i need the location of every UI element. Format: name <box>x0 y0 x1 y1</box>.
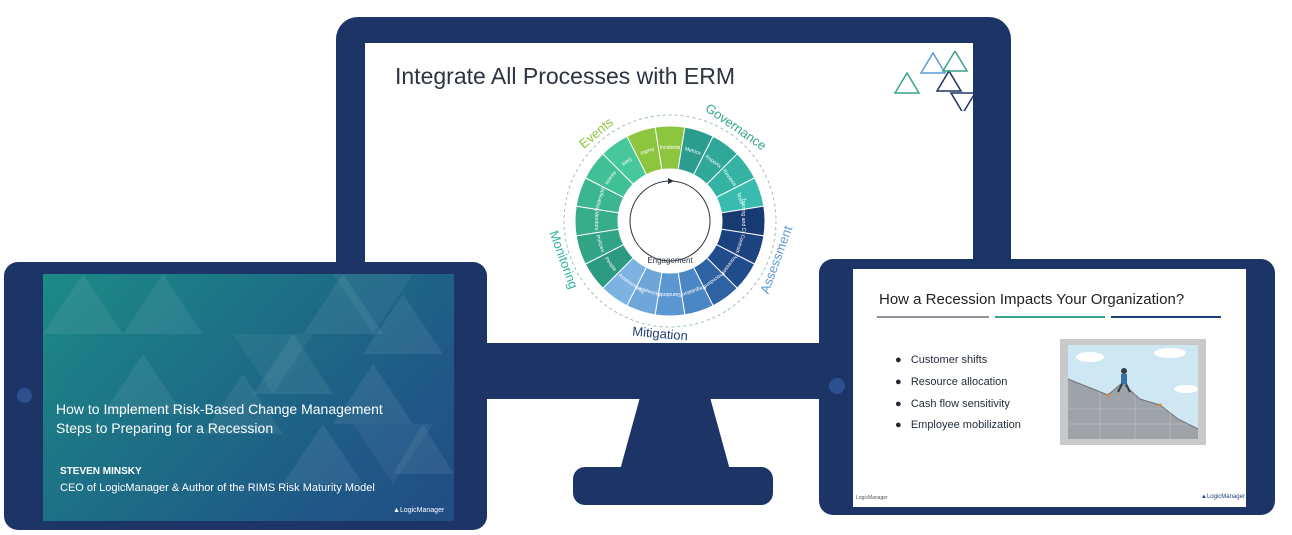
arrowhead-icon <box>668 178 674 184</box>
slide-title: Integrate All Processes with ERM <box>395 63 736 89</box>
wheel-segment-label: Tests <box>735 192 745 206</box>
title-underline-green <box>995 316 1105 318</box>
monitor-stand-base <box>573 467 773 505</box>
right-tablet-screen: How a Recession Impacts Your Organizatio… <box>853 269 1246 507</box>
presenter-role: CEO of LogicManager & Author of the RIMS… <box>60 482 375 494</box>
wheel-segment-label: Standards <box>658 291 682 297</box>
wheel-category-label: Events <box>576 114 616 151</box>
logo-mark-icon: ▲ <box>393 507 400 514</box>
left-tablet-home-button <box>17 388 32 403</box>
wheel-center-label: Engagement <box>647 256 693 265</box>
wheel-segment-label: Incidents <box>660 145 681 151</box>
logo-mark-icon: ▲ <box>1201 494 1207 500</box>
outer-guide-ring <box>563 114 777 328</box>
monitor-stand-neck <box>620 398 730 470</box>
wheel-segment-label: Vendors <box>593 211 599 230</box>
triangle-decoration-icon <box>893 51 973 111</box>
mountain-climber-illustration <box>1060 339 1206 445</box>
wheel-segment-label: Metrics <box>684 146 702 157</box>
title-underline-navy <box>1111 316 1221 318</box>
wheel-segment <box>602 135 648 185</box>
right-tablet-home-button <box>829 378 845 394</box>
triangle-pattern-icon <box>43 274 454 484</box>
wheel-segment-label: Audits <box>639 146 655 156</box>
title-underline-gray <box>877 316 989 318</box>
bullet-item: ● Employee mobilization <box>895 419 1021 431</box>
presenter-name: STEVEN MINSKY <box>60 466 142 477</box>
webinar-title: How to Implement Risk-Based Change Manag… <box>56 401 383 417</box>
logo-text: LogicManager <box>399 507 445 514</box>
wheel-segment-label: Data <box>620 156 632 167</box>
webinar-subtitle: Steps to Preparing for a Recession <box>56 420 274 436</box>
wheel-segment-label: Policies <box>594 234 605 253</box>
bullet-item: ● Cash flow sensitivity <box>895 398 1010 410</box>
slide-title-recession: How a Recession Impacts Your Organizatio… <box>879 291 1185 308</box>
wheel-category-label: Mitigation <box>632 324 689 343</box>
wheel-segment-label: Controls <box>734 233 746 254</box>
wheel-center <box>620 171 720 271</box>
bullet-item: ● Customer shifts <box>895 354 988 366</box>
footer-logo-left: LogicManager <box>856 495 888 501</box>
logo-text: LogicManager <box>1206 494 1245 500</box>
footer-logo-right: ▲LogicManager <box>1201 494 1245 500</box>
logicmanager-logo: ▲LogicManager <box>393 507 444 514</box>
wheel-segment-label: Training and Culture <box>740 198 746 245</box>
left-tablet-screen: How to Implement Risk-Based Change Manag… <box>43 274 454 521</box>
bullet-item: ● Resource allocation <box>895 376 1008 388</box>
